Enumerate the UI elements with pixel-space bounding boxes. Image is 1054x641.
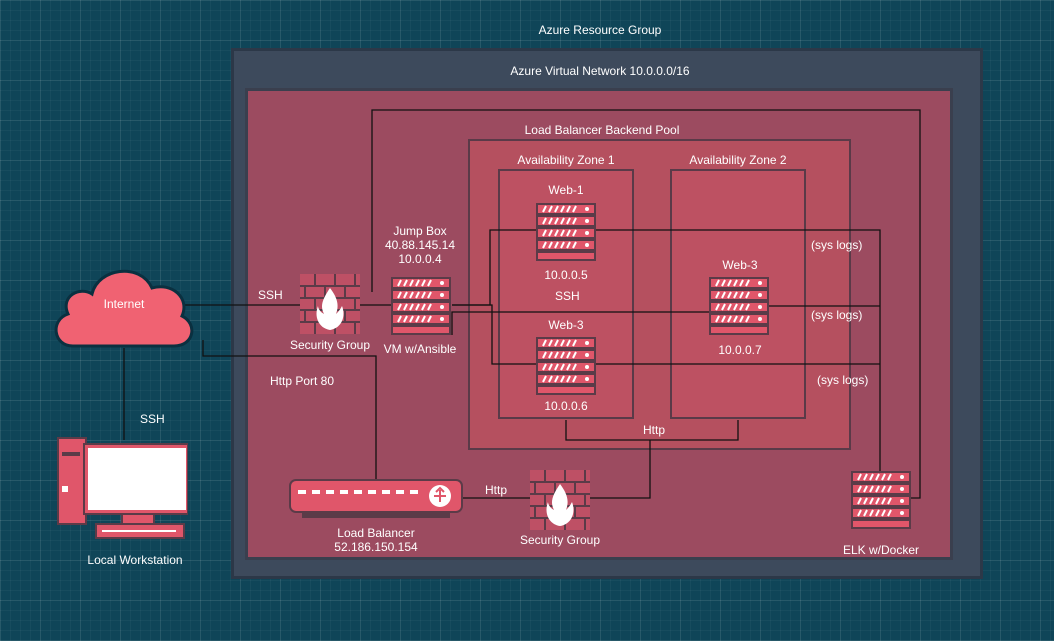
cloud-icon xyxy=(54,269,194,348)
connector-internet-lb xyxy=(202,340,377,480)
web1-name: Web-1 xyxy=(548,183,584,197)
connector-sg-pool xyxy=(590,440,651,499)
sys-logs-label-2: (sys logs) xyxy=(811,308,863,322)
http-label-lb: Http xyxy=(485,483,508,497)
internet-label: Internet xyxy=(103,297,145,311)
firewall-icon xyxy=(300,274,360,334)
security-group-2-label: Security Group xyxy=(519,533,601,547)
load-balancer-icon xyxy=(289,479,463,518)
resource-group-label: Azure Resource Group xyxy=(538,23,662,37)
web3-zone2-name: Web-3 xyxy=(722,258,758,272)
server-icon xyxy=(536,203,596,261)
server-icon xyxy=(851,471,911,529)
workstation-icon xyxy=(57,437,188,539)
connector-jumpbox-web3a xyxy=(452,304,880,365)
web3-zone1-ip: 10.0.0.6 xyxy=(544,399,588,413)
web3-zone2-ip: 10.0.0.7 xyxy=(718,343,762,357)
connector-jumpbox-web1 xyxy=(452,229,881,490)
server-icon xyxy=(709,277,769,335)
availability-zone-1-label: Availability Zone 1 xyxy=(517,153,615,167)
connector-http-bracket xyxy=(565,420,739,441)
jumpbox-public-ip: 40.88.145.14 xyxy=(384,238,456,252)
jumpbox-caption: VM w/Ansible xyxy=(383,342,457,356)
local-workstation-label: Local Workstation xyxy=(87,553,183,567)
sys-logs-label-3: (sys logs) xyxy=(817,373,869,387)
ssh-label-mid: SSH xyxy=(555,289,580,303)
elk-label: ELK w/Docker xyxy=(842,543,920,557)
load-balancer-ip: 52.186.150.154 xyxy=(334,540,418,554)
server-icon xyxy=(536,337,596,395)
virtual-network-label: Azure Virtual Network 10.0.0.0/16 xyxy=(510,64,690,78)
connector-jumpbox-elk xyxy=(371,109,921,499)
ssh-label-top: SSH xyxy=(258,288,283,302)
sys-logs-label-1: (sys logs) xyxy=(811,238,863,252)
load-balancer-name: Load Balancer xyxy=(337,526,415,540)
backend-pool-label: Load Balancer Backend Pool xyxy=(524,123,680,137)
security-group-1-label: Security Group xyxy=(289,338,371,352)
firewall-icon xyxy=(530,470,590,530)
http-port-label: Http Port 80 xyxy=(270,374,335,388)
web3-zone1-name: Web-3 xyxy=(548,318,584,332)
jumpbox-private-ip: 10.0.0.4 xyxy=(398,252,442,266)
server-icon xyxy=(391,277,451,335)
web1-ip: 10.0.0.5 xyxy=(544,268,588,282)
jumpbox-name: Jump Box xyxy=(393,224,447,238)
availability-zone-2-label: Availability Zone 2 xyxy=(689,153,787,167)
ssh-label-left: SSH xyxy=(140,412,165,426)
http-label-bottom: Http xyxy=(643,423,666,437)
